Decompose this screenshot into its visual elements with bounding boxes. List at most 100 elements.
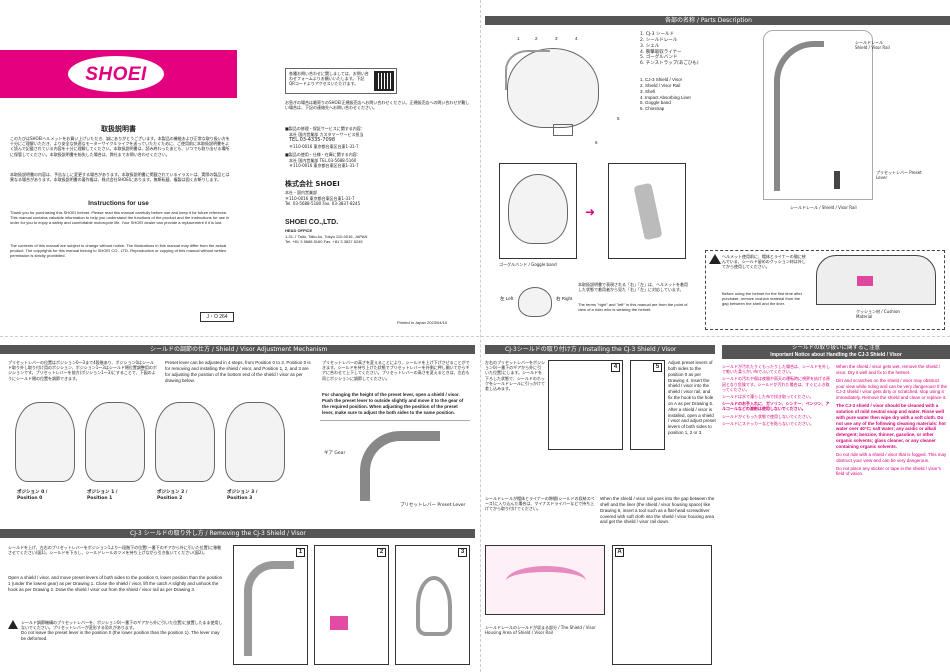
- service-line: 本社 国内営業部 カスタマーサービス担当: [289, 132, 364, 137]
- cushion-label: クッション材 / Cushion Material: [856, 309, 900, 320]
- goggle-figure: [499, 163, 577, 259]
- part-jp-3: 3. シェル: [640, 43, 660, 49]
- part-en-4: 4. Impact Absorbing Liner: [640, 94, 692, 100]
- notice-en-2: Dirt and scratches on the shield / visor…: [836, 377, 948, 401]
- manual-title-en: Instructions for use: [88, 200, 149, 207]
- service-line: TEL.03-4335-7098: [289, 137, 336, 144]
- manual-title-jp: 取扱説明書: [101, 125, 136, 133]
- hq-line-en: 1-31-7 Taito, Taito-ku, Tokyo 110-0016, …: [285, 234, 368, 239]
- middle-panel: 各種お問い合わせに関しましては、お問い合わせフォームよりお願いいたします。下記Q…: [237, 0, 482, 336]
- brand-logo: SHOEI: [0, 50, 237, 98]
- position-1-label: ポジション 1 / Position 1: [87, 490, 118, 501]
- lever-label: プリセットレバー Preset Lever: [876, 170, 922, 181]
- cushion-notice: ヘルメット使用前に、帽体とライナーの間に挟んでいる、シールド留めのクッション材は…: [705, 250, 945, 330]
- notes-jp: 本取扱説明書の内容は、予告なしに変更する場合があります。本取扱説明書に掲載されて…: [10, 172, 230, 183]
- adjust-text-en: Preset lever can be adjusted in 4 steps,…: [165, 360, 311, 383]
- company-jp: 株式会社 SHOEI: [285, 180, 340, 188]
- intro-jp: このたびはSHOEIヘルメットをお買い上げいただき、誠にありがとうございます。本…: [10, 136, 230, 157]
- notice-list-jp: シールドが汚れたりくもったりした場合は、シールドを外して乾いた柔らかい布でふいて…: [722, 364, 832, 428]
- notice-jp-4: シールドのお手入れに、ガソリン、シンナー、ベンジン、アルコールなどの溶剤は使用し…: [722, 401, 830, 412]
- install-fig-4: 4: [548, 360, 623, 450]
- install-note-jp: シールドレールが帽体とライナーの隙間(シールドの収納スペース)に入り込んだ場合は…: [485, 496, 595, 512]
- qr-note: 各種お問い合わせに関しましては、お問い合わせフォームよりお願いいたします。下記Q…: [289, 71, 369, 87]
- qr-code-icon: [374, 71, 394, 91]
- left-panel: SHOEI 取扱説明書 このたびはSHOEIヘルメットをお買い上げいただき、誠に…: [0, 0, 237, 336]
- notice-list-en: When the shield / visor gets wet, remove…: [836, 364, 948, 479]
- install-fig-5: 5: [630, 360, 665, 450]
- cushion-figure: [816, 255, 936, 305]
- remove-warning: シールド調節機構のプリセットレバーを、ポジション0(一番下のギアから外に引いた位…: [8, 620, 223, 642]
- part-jp-4: 4. 衝撃吸収ライナー: [640, 49, 682, 55]
- notice-en-4: Do not ride with a shield / visor that i…: [836, 451, 947, 463]
- sales-title: ■製品の使用・仕様・在庫に関する内容：: [285, 152, 361, 157]
- notice-jp-1: シールドが汚れたりくもったりした場合は、シールドを外して乾いた柔らかい布でふいて…: [722, 364, 830, 375]
- company-en: SHOEI CO.,LTD.: [285, 219, 339, 226]
- notice-en-5: Do not place any sticker or tape in the …: [836, 465, 941, 477]
- install-text-en: Adjust preset levers of both sides to th…: [668, 360, 716, 436]
- direction-note-jp: 本取扱説明書で表現される「右」「左」は、ヘルメットを着用した状態で着用者から見た…: [578, 282, 688, 293]
- warning-icon: [8, 620, 18, 629]
- housing-label: シールドレールのシールドが収まる部分 / The Shield / Visor …: [485, 625, 596, 636]
- notice-jp-6: シールドにステッカーなどを貼らないでください。: [722, 420, 814, 426]
- install-fig-6: [485, 545, 605, 615]
- part-en-5: 5. Goggle band: [640, 100, 671, 106]
- cushion-note-jp: ヘルメット使用前に、帽体とライナーの間に挟んでいる、シールド留めのクッション材は…: [722, 254, 806, 270]
- remove-text-jp: シールドを上げ、左右のプリセットレバーをポジション1より一段階下の位置(一番下の…: [8, 545, 222, 556]
- intro-en: Thank you for purchasing this SHOEI helm…: [10, 210, 230, 226]
- position-2-label: ポジション 2 / Position 2: [157, 490, 188, 501]
- notice-en-3: The CJ-3 shield / visor should be cleane…: [836, 403, 946, 449]
- notice-jp-5: シールドがくもった状態で使用しないでください。: [722, 413, 814, 419]
- parts-header: 各部の名称 / Parts Description: [485, 16, 950, 25]
- position-3-label: ポジション 3 / Position 3: [227, 490, 258, 501]
- hq-line-jp: 〒110-0016 東京都台東区台東1-31-7: [285, 196, 355, 201]
- cushion-note-en: Before using the helmet for the first ti…: [722, 291, 803, 307]
- sales-line: 〒110-0016 東京都台東区台東1-31-7: [289, 163, 359, 169]
- notice-jp-3: シールドは水で濡らした布で拭き取ってください。: [722, 393, 814, 399]
- install-header: CJ-3シールドの取り付け方 / Installing the CJ-3 Shi…: [485, 345, 715, 354]
- part-en-2: 2. Shield / Visor Rail: [640, 82, 681, 88]
- notice-header: シールドの取り扱いに関するご注意 Important Notice about …: [722, 345, 950, 359]
- printed-note: Printed in Japan 2023/04/10: [397, 320, 448, 325]
- part-en-1: 1. CJ-3 Shield / Visor: [640, 77, 683, 83]
- install-fig-a: A: [612, 545, 712, 665]
- remove-fig-3: 3: [395, 545, 470, 665]
- part-jp-6: 6. チンストラップ(あごひも): [640, 61, 699, 67]
- notice-en-1: When the shield / visor gets wet, remove…: [836, 364, 941, 375]
- dir-right: 右 Right: [556, 296, 573, 301]
- adjust-text-jp-2: プリセットレバーの高さを変えることにより、シールドを上げ下げさせることができます…: [322, 360, 470, 381]
- preset-lever-label: プリセットレバー Preset Lever: [400, 503, 466, 508]
- rail-label-2: シールドレール / Shield / Visor Rail: [790, 205, 857, 210]
- goggle-detail-figure: [608, 163, 686, 259]
- adjust-header: シールドの調節の仕方 / Shield / Visor Adjustment M…: [0, 345, 475, 354]
- hq-en: HEAD OFFICE: [285, 228, 313, 233]
- rail-figure: [763, 30, 873, 200]
- qr-box: 各種お問い合わせに関しましては、お問い合わせフォームよりお願いいたします。下記Q…: [285, 68, 397, 94]
- remove-warn-en: Do not leave the preset lever in the pos…: [21, 630, 220, 642]
- arrow-icon: ➜: [585, 205, 596, 219]
- fold-line: [0, 336, 950, 337]
- notes-en: The contents of this manual are subject …: [10, 243, 227, 259]
- doc-code: J・O 264: [200, 312, 234, 322]
- remove-text-en: Open a shield / visor, and move preset l…: [8, 575, 223, 592]
- hq-line-jp: Tel. 03-5688-5180 Fax. 03-3837-8245: [285, 201, 361, 207]
- hq-line-en: Tel. +81 3 5688 5160 Fax. +81 3 3837 824…: [285, 239, 363, 245]
- logo-text: SHOEI: [85, 64, 147, 85]
- hq-jp: 本社・国内営業部: [285, 190, 317, 195]
- service-title: ■製品の修理・保証サービスに関する内容：: [285, 126, 365, 131]
- parts-list: 1. CJ-3 シールド 2. シールドレール 3. シェル 4. 衝撃吸収ライ…: [640, 32, 750, 112]
- sales-line: 本社 国内営業部 TEL.03-5688-5160: [289, 158, 357, 163]
- install-note-en: When the shield / visor rail goes into t…: [600, 496, 715, 525]
- adjust-text-en-2: For changing the height of the preset le…: [322, 392, 464, 415]
- position-figures: ポジション 0 / Position 0 ポジション 1 / Position …: [5, 400, 305, 508]
- remove-fig-1: 1: [233, 545, 308, 665]
- notice-jp-2: シールドの汚れや傷は夜間や雨天の運転時に視界を妨げる原因となり危険です。シールド…: [722, 376, 830, 392]
- part-jp-1: 1. CJ-3 シールド: [640, 32, 674, 37]
- part-en-3: 3. Shell: [640, 88, 656, 94]
- adjust-text-jp: プリセットレバーの位置はポジション0〜3まで4段階あり、ポジション0はシールド取…: [8, 360, 157, 381]
- gear-label: ギア Gear: [324, 451, 346, 456]
- gear-figure: ギア Gear プリセットレバー Preset Lever: [320, 420, 470, 512]
- part-jp-5: 5. ゴーグルバンド: [640, 55, 678, 61]
- goggle-label: ゴーグルバンド / Goggle band: [499, 262, 557, 267]
- direction-note-en: The terms "right" and "left" in this man…: [578, 302, 688, 313]
- remove-fig-2: 2: [314, 545, 389, 665]
